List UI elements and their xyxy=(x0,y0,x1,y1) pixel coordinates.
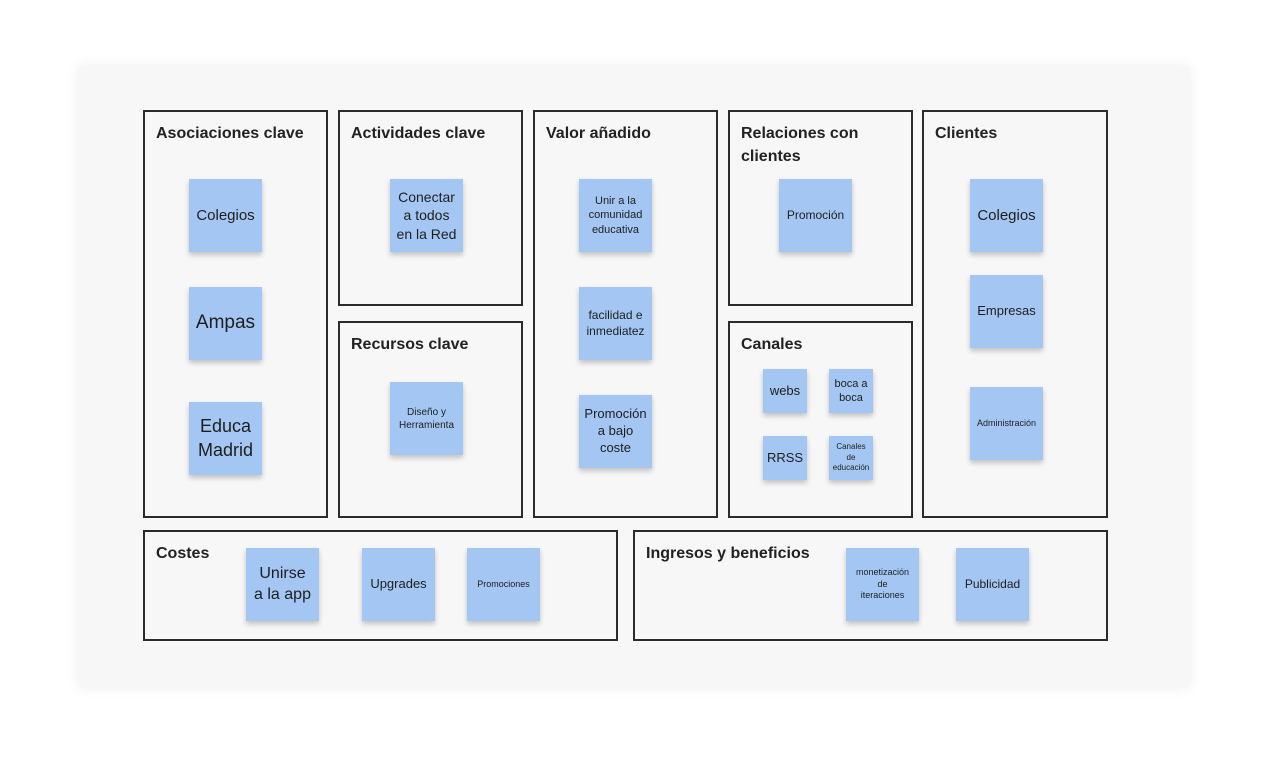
section-title: Relaciones con clientes xyxy=(741,125,859,165)
section-title: Recursos clave xyxy=(351,336,469,353)
section-title: Costes xyxy=(156,545,210,562)
sticky-note[interactable]: Canales de educación xyxy=(829,436,873,480)
sticky-note[interactable]: Conectar a todos en la Red xyxy=(390,179,463,252)
sticky-note[interactable]: facilidad e inmediatez xyxy=(579,287,652,360)
sticky-note[interactable]: Publicidad xyxy=(956,548,1029,621)
sticky-note[interactable]: RRSS xyxy=(763,436,807,480)
section-title: Valor añadido xyxy=(546,125,651,142)
sticky-note[interactable]: Unirse a la app xyxy=(246,548,319,621)
sticky-note[interactable]: Ampas xyxy=(189,287,262,360)
sticky-note[interactable]: Colegios xyxy=(189,179,262,252)
section-relaciones-clientes: Relaciones con clientes xyxy=(728,110,913,306)
section-ingresos-beneficios: Ingresos y beneficios xyxy=(633,530,1108,641)
section-title: Actividades clave xyxy=(351,125,486,142)
section-recursos-clave: Recursos clave xyxy=(338,321,523,518)
sticky-note[interactable]: Promociones xyxy=(467,548,540,621)
section-clientes: Clientes xyxy=(922,110,1108,518)
sticky-note[interactable]: Educa Madrid xyxy=(189,402,262,475)
sticky-note[interactable]: Administración xyxy=(970,387,1043,460)
sticky-note[interactable]: Upgrades xyxy=(362,548,435,621)
section-title: Ingresos y beneficios xyxy=(646,545,810,562)
section-costes: Costes xyxy=(143,530,618,641)
section-title: Clientes xyxy=(935,125,998,142)
sticky-note[interactable]: Empresas xyxy=(970,275,1043,348)
sticky-note[interactable]: Diseño y Herramienta xyxy=(390,382,463,455)
sticky-note[interactable]: Colegios xyxy=(970,179,1043,252)
section-title: Canales xyxy=(741,336,803,353)
sticky-note[interactable]: boca a boca xyxy=(829,369,873,413)
section-asociaciones-clave: Asociaciones clave xyxy=(143,110,328,518)
sticky-note[interactable]: webs xyxy=(763,369,807,413)
sticky-note[interactable]: monetización de iteraciones xyxy=(846,548,919,621)
section-actividades-clave: Actividades clave xyxy=(338,110,523,306)
section-canales: Canales xyxy=(728,321,913,518)
section-valor-anadido: Valor añadido xyxy=(533,110,718,518)
sticky-note[interactable]: Unir a la comunidad educativa xyxy=(579,179,652,252)
section-title: Asociaciones clave xyxy=(156,125,304,142)
sticky-note[interactable]: Promoción a bajo coste xyxy=(579,395,652,468)
sticky-note[interactable]: Promoción xyxy=(779,179,852,252)
